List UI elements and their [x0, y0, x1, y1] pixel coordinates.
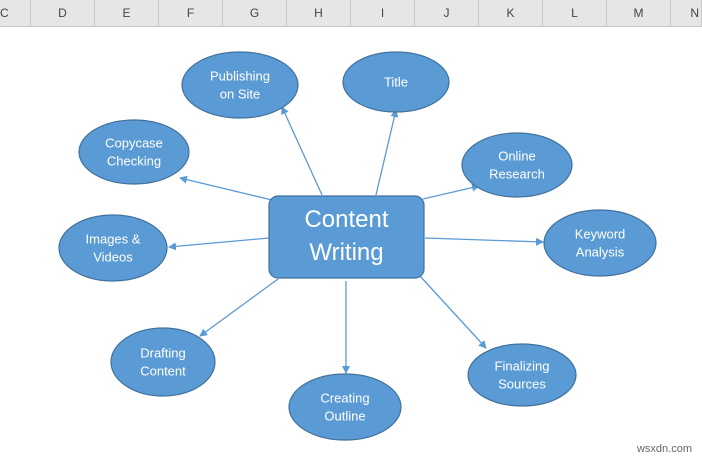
node-title-shape[interactable]	[342, 51, 450, 113]
node-creating-outline-shape[interactable]	[288, 373, 402, 441]
node-publishing-on-site[interactable]: Publishing on Site	[181, 51, 299, 119]
node-publishing-on-site-label-line-2: on Site	[220, 87, 260, 102]
arrow-to-title[interactable]	[375, 109, 399, 196]
column-header-k[interactable]: K	[479, 0, 543, 27]
node-copycase-checking-shape[interactable]	[78, 119, 190, 185]
node-keyword-analysis-shape[interactable]	[543, 209, 657, 277]
column-header-l[interactable]: L	[543, 0, 607, 27]
node-drafting-content-label-line-1: Drafting	[140, 346, 186, 361]
arrow-to-keyword-analysis[interactable]	[424, 237, 544, 246]
column-header-i[interactable]: I	[351, 0, 415, 27]
node-images-videos[interactable]: Images & Videos	[58, 214, 168, 282]
node-publishing-on-site-shape[interactable]	[181, 51, 299, 119]
arrow-to-drafting-content[interactable]	[199, 278, 279, 337]
node-drafting-content-shape[interactable]	[110, 327, 216, 397]
center-node-label-line-2: Writing	[309, 239, 383, 266]
arrow-to-finalizing-sources[interactable]	[419, 275, 487, 349]
node-online-research-shape[interactable]	[461, 132, 573, 198]
node-keyword-analysis-label-line-1: Keyword	[575, 227, 626, 242]
node-title-label-line-1: Title	[384, 75, 408, 90]
watermark: wsxdn.com	[636, 443, 692, 455]
connector-arrows	[168, 106, 544, 374]
node-finalizing-sources-shape[interactable]	[467, 343, 577, 407]
node-finalizing-sources-label-line-2: Sources	[498, 377, 546, 392]
column-header-f[interactable]: F	[159, 0, 223, 27]
center-node-label-line-1: Content	[304, 206, 388, 233]
node-images-videos-shape[interactable]	[58, 214, 168, 282]
node-finalizing-sources-label-line-1: Finalizing	[495, 359, 550, 374]
node-online-research-label-line-2: Research	[489, 167, 545, 182]
node-copycase-checking-label-line-1: Copycase	[105, 136, 163, 151]
node-creating-outline-label-line-2: Outline	[324, 409, 365, 424]
column-header-e[interactable]: E	[95, 0, 159, 27]
node-images-videos-label-line-1: Images &	[86, 232, 141, 247]
arrow-to-publishing-on-site[interactable]	[281, 106, 323, 196]
node-images-videos-label-line-2: Videos	[93, 250, 133, 265]
column-header-n[interactable]: N	[671, 0, 702, 27]
node-drafting-content-label-line-2: Content	[140, 364, 186, 379]
column-header-h[interactable]: H	[287, 0, 351, 27]
column-header-j[interactable]: J	[415, 0, 479, 27]
center-node-shape[interactable]	[268, 195, 425, 279]
column-header-d[interactable]: D	[31, 0, 95, 27]
column-header-m[interactable]: M	[607, 0, 671, 27]
node-online-research-label-line-1: Online	[498, 149, 536, 164]
arrow-to-images-videos[interactable]	[168, 237, 270, 251]
arrow-to-online-research[interactable]	[422, 183, 480, 200]
arrow-to-copycase-checking[interactable]	[179, 175, 273, 201]
node-copycase-checking-label-line-2: Checking	[107, 154, 161, 169]
column-header-g[interactable]: G	[223, 0, 287, 27]
node-creating-outline-label-line-1: Creating	[320, 391, 369, 406]
column-header-c[interactable]: C	[0, 0, 31, 27]
node-title[interactable]: Title	[342, 51, 450, 113]
node-keyword-analysis-label-line-2: Analysis	[576, 245, 625, 260]
node-publishing-on-site-label-line-1: Publishing	[210, 69, 270, 84]
